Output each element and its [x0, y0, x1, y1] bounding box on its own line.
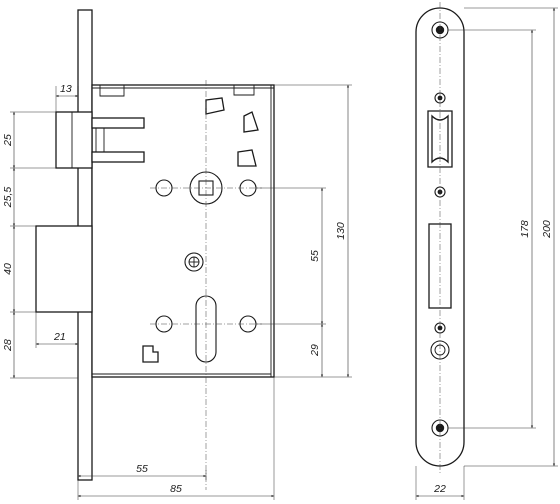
euro-cylinder-cutout — [195, 295, 217, 363]
case-notch-top-left — [99, 85, 125, 97]
dim-label-200: 200 — [541, 220, 553, 239]
dim-label-55-vertical: 55 — [309, 250, 321, 262]
dim-label-28: 28 — [2, 339, 14, 352]
dim-label-13: 13 — [60, 83, 72, 95]
lock-side-view: 13 25 25,5 40 28 21 55 130 29 55 85 — [2, 9, 352, 500]
dim-label-21: 21 — [53, 331, 66, 343]
dim-label-22: 22 — [433, 483, 446, 495]
dim-label-29: 29 — [309, 344, 321, 357]
dim-label-40: 40 — [2, 263, 14, 275]
dim-label-178: 178 — [519, 220, 531, 238]
lever-slot-upper-right — [243, 111, 259, 133]
faceplate-screw-lower — [434, 322, 446, 334]
dim-label-130: 130 — [335, 222, 347, 240]
lever-slot-upper — [205, 97, 225, 115]
case-catch-bottom — [142, 345, 159, 363]
case-notch-top-right — [233, 85, 255, 96]
dim-label-55-horizontal: 55 — [136, 463, 148, 475]
lever-slot-mid — [237, 149, 257, 167]
dim-label-85: 85 — [170, 483, 182, 495]
faceplate-front-view: 178 200 22 — [415, 2, 558, 500]
latch-bolt — [55, 111, 145, 169]
center-screw — [184, 252, 204, 272]
deadbolt — [35, 225, 93, 313]
dim-label-25-5: 25,5 — [2, 187, 14, 209]
dim-label-25: 25 — [2, 134, 14, 147]
